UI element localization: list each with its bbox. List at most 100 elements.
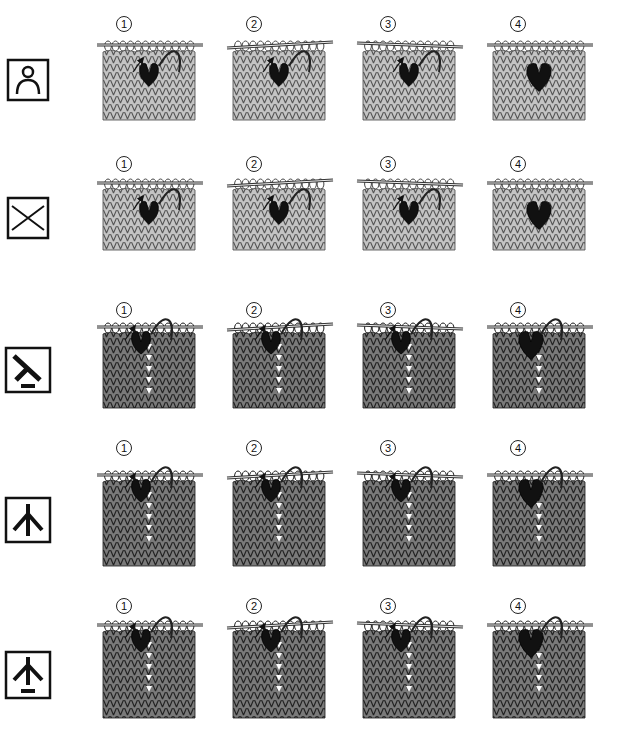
stitch-loop <box>387 41 394 51</box>
knitting-needle <box>227 324 333 330</box>
callout-number: 2 <box>246 156 262 172</box>
symbol-box <box>8 60 48 100</box>
knitting-needle <box>97 183 203 184</box>
worked-stitch <box>262 331 281 354</box>
working-yarn <box>289 51 310 72</box>
dropped-stitch-gap <box>146 653 152 659</box>
worked-stitch <box>140 63 159 86</box>
knitting-needle <box>227 180 333 186</box>
knitting-needle <box>357 473 463 477</box>
knitted-fabric <box>493 188 585 250</box>
knitting-needle <box>487 44 593 47</box>
stitch-step-picture <box>97 467 203 566</box>
worked-stitch <box>392 331 411 354</box>
knitted-fabric <box>363 332 455 408</box>
direction-arrow <box>385 624 395 638</box>
knitting-needle <box>227 324 333 330</box>
knitted-fabric <box>233 188 325 250</box>
knitting-needle <box>227 180 333 186</box>
working-yarn <box>281 617 302 638</box>
dropped-stitch-gap <box>536 388 542 394</box>
working-yarn <box>151 467 172 488</box>
stitch-step-picture <box>97 179 203 250</box>
direction-arrow <box>385 326 395 340</box>
dropped-stitch-gap <box>276 503 282 509</box>
dropped-stitch-gap <box>406 536 412 542</box>
dropped-stitch-gap <box>146 675 152 681</box>
stitch-step-picture <box>227 467 333 566</box>
dropped-stitch-gap <box>276 525 282 531</box>
knitting-needle <box>97 327 203 328</box>
callout-number: 1 <box>116 598 132 614</box>
callout-number: 3 <box>380 598 396 614</box>
dropped-stitch-gap <box>276 514 282 520</box>
knitting-needle <box>487 327 593 328</box>
stitch-loop <box>387 179 394 189</box>
direction-arrow <box>255 326 265 340</box>
dropped-stitch-gap <box>406 388 412 394</box>
knitting-needle <box>97 326 203 329</box>
callout-number: 1 <box>116 440 132 456</box>
dropped-stitch-gap <box>536 675 542 681</box>
callout-number: 3 <box>380 302 396 318</box>
working-yarn <box>159 189 180 210</box>
dropped-stitch-gap <box>146 388 152 394</box>
working-yarn <box>419 51 440 72</box>
dropped-stitch-gap <box>276 675 282 681</box>
working-yarn <box>411 617 432 638</box>
knitting-needle <box>357 623 463 627</box>
knitting-needle <box>97 474 203 477</box>
dropped-stitch-gap <box>146 686 152 692</box>
dropped-stitch-gap <box>146 366 152 372</box>
callout-number: 2 <box>246 440 262 456</box>
dropped-stitch-gap <box>406 377 412 383</box>
knitted-fabric <box>103 630 195 718</box>
working-yarn <box>159 51 180 72</box>
working-yarn <box>151 319 172 340</box>
dropped-stitch-gap <box>536 686 542 692</box>
symbol-bar <box>21 689 35 693</box>
worked-stitch <box>270 201 289 224</box>
knitting-needle <box>227 472 333 478</box>
worked-stitch <box>527 63 551 91</box>
direction-arrow <box>133 58 143 72</box>
stitch-step-picture <box>487 41 593 120</box>
worked-stitch <box>519 331 543 359</box>
stitch-step-picture <box>357 467 463 566</box>
knitted-fabric <box>233 50 325 120</box>
worked-stitch <box>392 629 411 652</box>
direction-arrow <box>133 196 143 210</box>
dropped-stitch-gap <box>276 388 282 394</box>
knitting-needle <box>227 472 333 478</box>
callout-number: 2 <box>246 598 262 614</box>
stitch-step-picture <box>487 179 593 250</box>
stitch-symbols <box>6 60 50 698</box>
knitting-needle <box>357 623 463 627</box>
knitting-needle <box>357 473 463 477</box>
knitting-needle <box>357 43 463 47</box>
knitting-needle <box>357 325 463 329</box>
direction-arrow <box>393 58 403 72</box>
dropped-stitch-gap <box>406 664 412 670</box>
stitch-step-picture <box>97 319 203 408</box>
working-yarn <box>419 189 440 210</box>
dropped-stitch-gap <box>536 355 542 361</box>
knitting-needle <box>97 182 203 185</box>
stitch-step-picture <box>487 467 593 566</box>
direction-arrow <box>263 196 273 210</box>
working-yarn <box>541 617 562 638</box>
knitting-needle <box>227 622 333 628</box>
worked-stitch <box>270 63 289 86</box>
knitted-fabric <box>493 630 585 718</box>
dropped-stitch-gap <box>536 653 542 659</box>
knitted-fabric <box>233 332 325 408</box>
worked-stitch <box>519 479 543 507</box>
knitting-needle <box>357 181 463 185</box>
direction-arrow <box>255 474 265 488</box>
symbol-stroke <box>12 206 44 230</box>
knitted-fabric <box>103 480 195 566</box>
dropped-stitch-gap <box>146 514 152 520</box>
knitting-needle <box>487 326 593 329</box>
dropped-stitch-gap <box>536 536 542 542</box>
knitting-needle <box>97 624 203 627</box>
